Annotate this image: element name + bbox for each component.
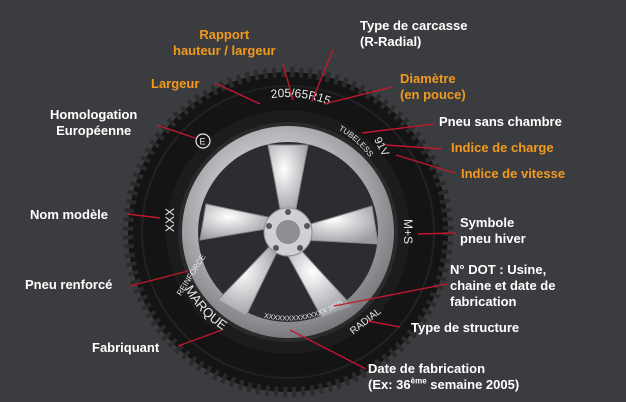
rim <box>182 126 394 338</box>
label-manufacture-date: Date de fabrication (Ex: 36ème semaine 2… <box>368 361 520 392</box>
label-diameter: Diamètre (en pouce) <box>400 71 466 102</box>
homologation-mark: E <box>195 133 211 149</box>
label-speed-index: Indice de vitesse <box>461 166 566 181</box>
label-width: Largeur <box>151 76 200 91</box>
label-model-name: Nom modèle <box>30 207 109 222</box>
label-aspect-ratio: Rapport hauteur / largeur <box>173 27 276 58</box>
leader-lines <box>127 49 457 370</box>
label-manufacturer: Fabriquant <box>92 340 160 355</box>
svg-text:E: E <box>200 137 206 147</box>
winter-marking: M+S <box>401 219 415 244</box>
label-load-index: Indice de charge <box>451 140 554 155</box>
label-structure-type: Type de structure <box>411 320 520 335</box>
label-dot-number: N° DOT : Usine, chaine et date de fabric… <box>450 262 556 309</box>
model-marking: XXX <box>163 208 177 232</box>
label-carcass-type: Type de carcasse (R-Radial) <box>360 18 468 49</box>
label-reinforced: Pneu renforcé <box>25 277 113 292</box>
label-homologation: Homologation Européenne <box>50 107 138 138</box>
label-winter-symbol: Symbole pneu hiver <box>460 215 526 246</box>
label-tubeless: Pneu sans chambre <box>439 114 562 129</box>
